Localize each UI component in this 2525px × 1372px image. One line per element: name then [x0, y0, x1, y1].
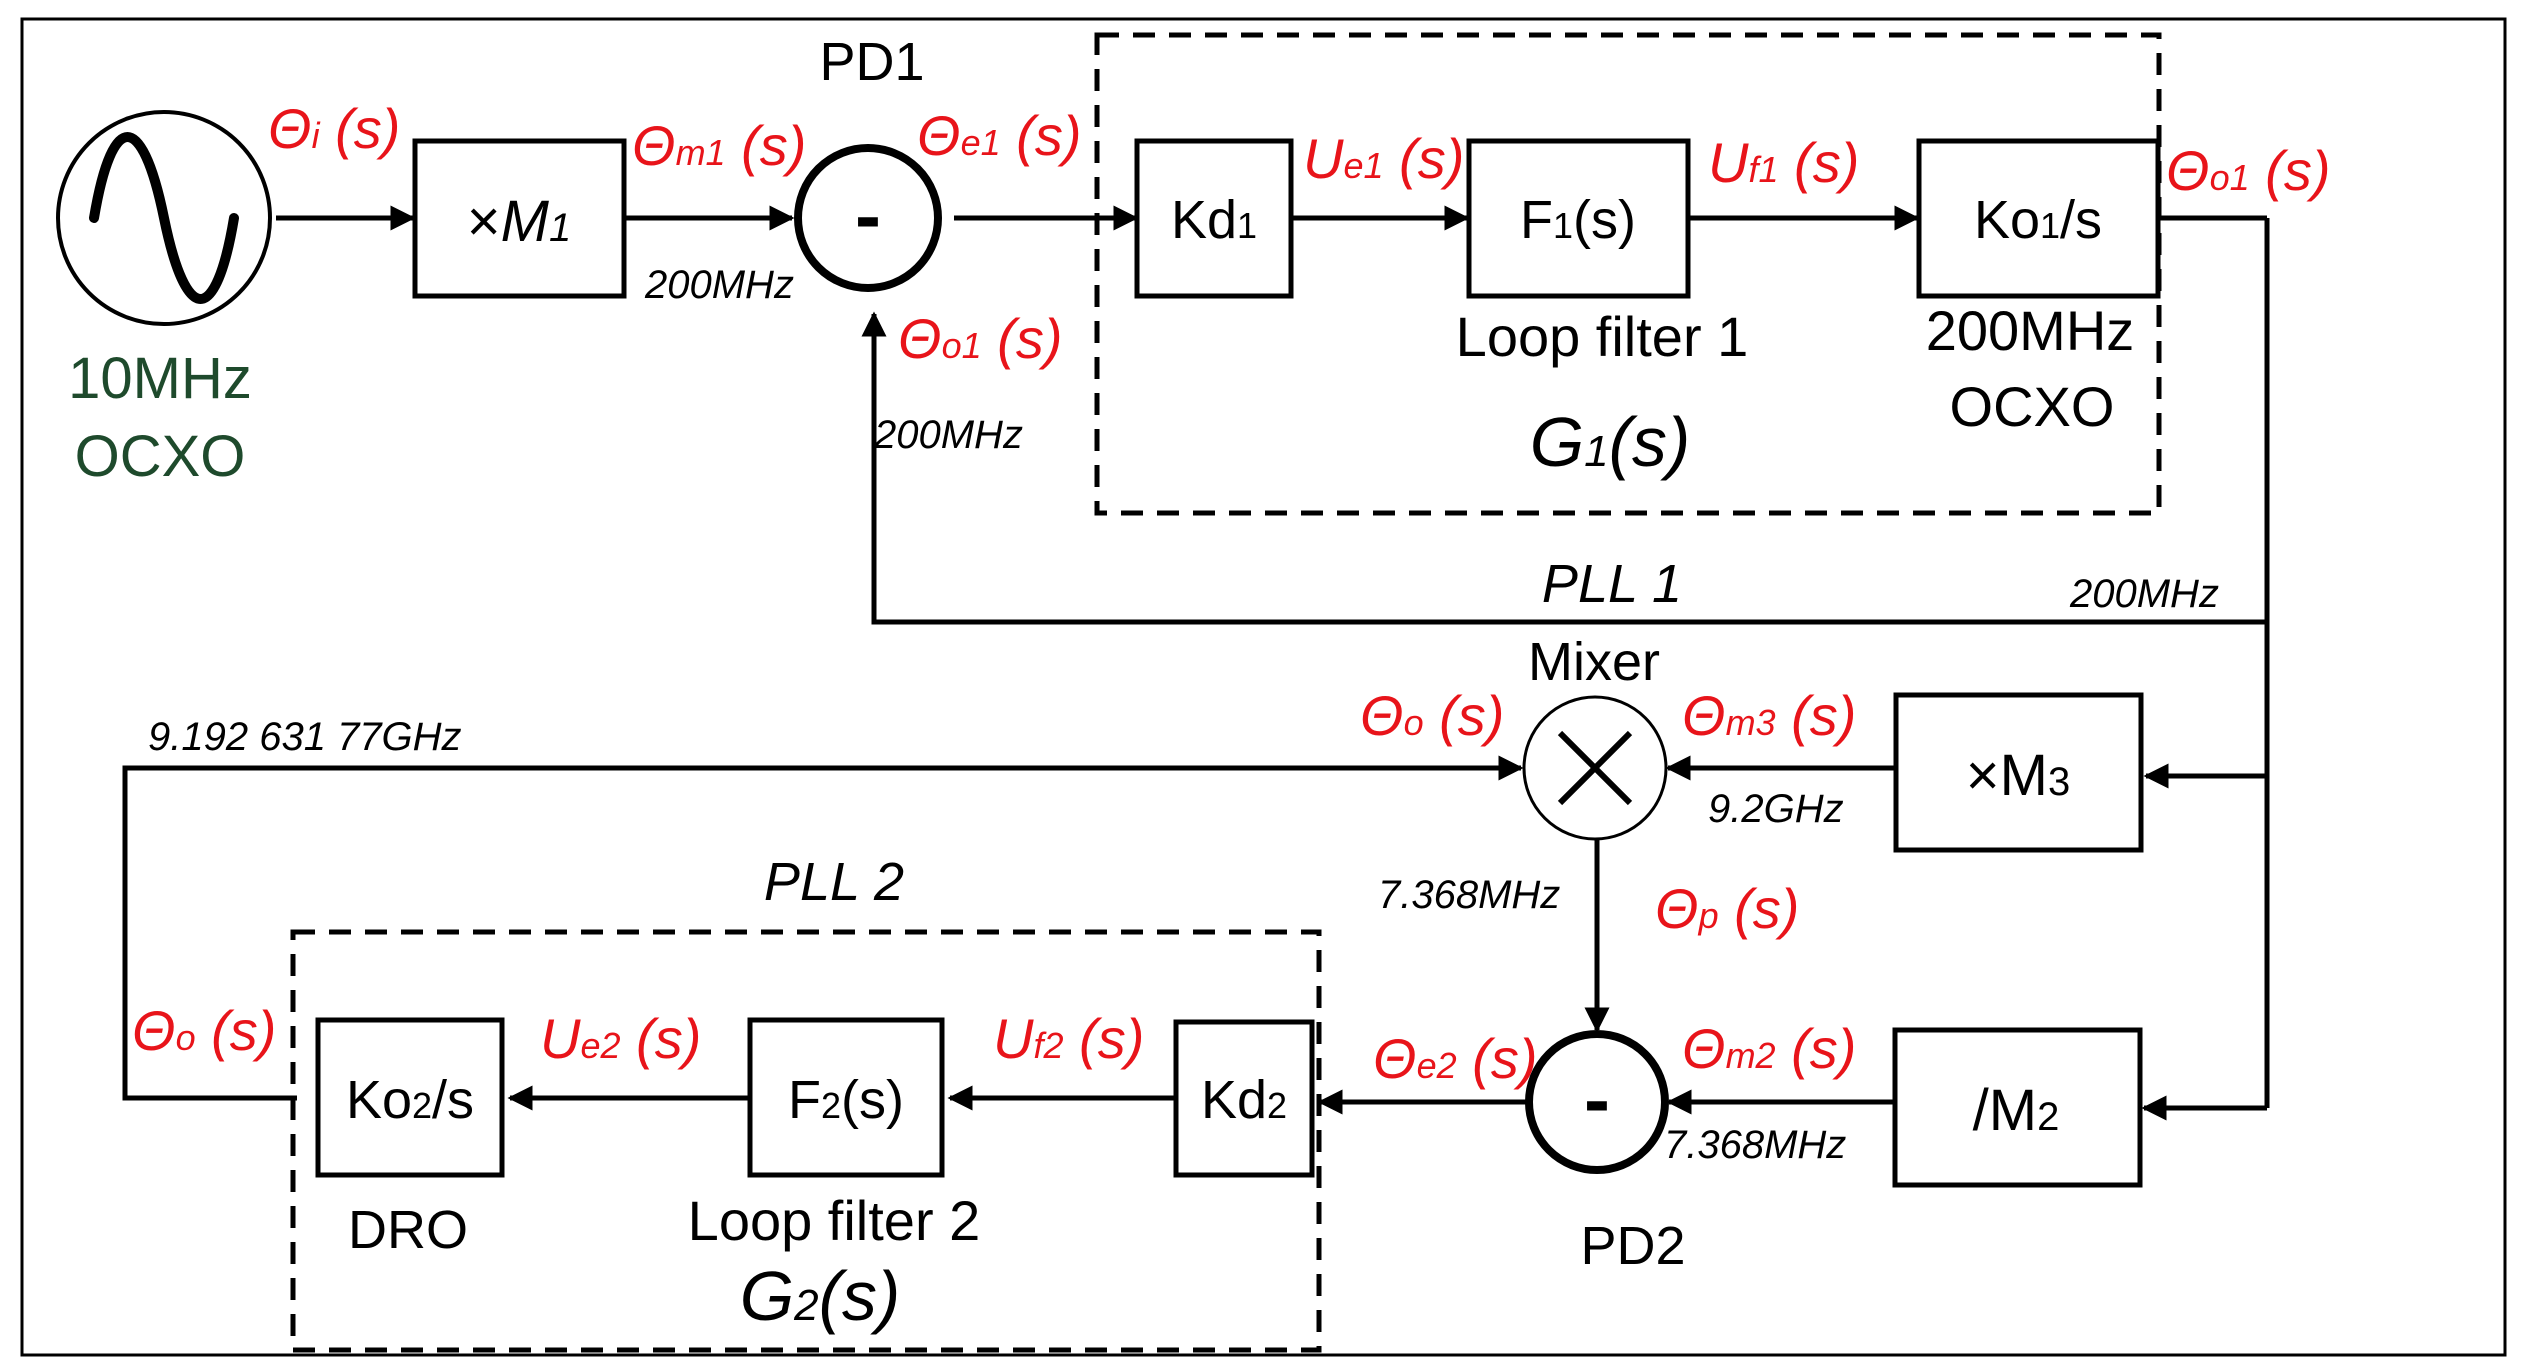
- freq-7368-mixer: 7.368MHz: [1378, 873, 1560, 917]
- pd1-label: PD1: [819, 32, 924, 92]
- signal-theta-m2: Θm2 (s): [1682, 1017, 1856, 1080]
- dro-caption: DRO: [348, 1200, 468, 1260]
- ocxo-10mhz-source: 10MHz OCXO: [56, 110, 272, 489]
- pll1-wires: [276, 205, 2270, 1121]
- pd2-label: PD2: [1580, 1216, 1685, 1276]
- freq-9192-ghz: 9.192 631 77GHz: [148, 715, 462, 759]
- signal-u-e2: Ue2 (s): [540, 1007, 701, 1070]
- pll2-wires: [122, 755, 1894, 1115]
- kd2-label: Kd2: [1201, 1070, 1287, 1130]
- signal-theta-p: Θp (s): [1655, 877, 1799, 940]
- signal-theta-o1-out: Θo1 (s): [2166, 139, 2330, 202]
- mixer-cross-icon-stroke: [1557, 730, 1633, 806]
- freq-200mhz-m1: 200MHz: [644, 263, 794, 307]
- freq-200mhz-right: 200MHz: [2069, 572, 2219, 616]
- pll1-label: PLL 1: [1542, 554, 1682, 614]
- signal-theta-e2: Θe2 (s): [1373, 1027, 1537, 1090]
- pll2-label: PLL 2: [764, 852, 904, 912]
- mixer-label: Mixer: [1528, 632, 1660, 692]
- g2-transfer-label: G2(s): [740, 1257, 901, 1335]
- signal-theta-m3: Θm3 (s): [1682, 684, 1856, 747]
- kd2-block: Kd2: [1173, 1019, 1315, 1178]
- freq-200mhz-feedback: 200MHz: [873, 413, 1023, 457]
- ocxo-200mhz-caption-2: OCXO: [1950, 375, 2115, 438]
- m3-label: ×M3: [1966, 743, 2070, 808]
- source-type-label: OCXO: [75, 424, 246, 489]
- freq-9-2ghz: 9.2GHz: [1708, 787, 1844, 831]
- signal-theta-e1: Θe1 (s): [917, 104, 1081, 167]
- outer-frame: [20, 17, 2507, 1357]
- freq-7368-m2: 7.368MHz: [1664, 1123, 1846, 1167]
- kd1-block: Kd1: [1134, 138, 1294, 299]
- m1-multiplier-block: ×M1: [412, 138, 627, 299]
- source-freq-label: 10MHz: [68, 346, 252, 411]
- f2-label: F2(s): [788, 1070, 904, 1130]
- signal-theta-o-left: Θo (s): [132, 999, 276, 1062]
- signal-theta-m1: Θm1 (s): [632, 114, 806, 177]
- signal-theta-i: Θi (s): [268, 97, 400, 160]
- signal-u-f2: Uf2 (s): [993, 1007, 1144, 1070]
- m1-label: ×M1: [467, 189, 571, 254]
- f2-loop-filter-block: F2(s): [747, 1017, 945, 1178]
- ko2-vco-block: Ko2/s: [315, 1017, 505, 1178]
- sine-wave-icon: [89, 132, 239, 304]
- ko1-vco-block: Ko1/s: [1916, 138, 2161, 299]
- signal-theta-o-mixer: Θo (s): [1360, 684, 1504, 747]
- m3-multiplier-block: ×M3: [1893, 692, 2144, 853]
- m2-label: /M2: [1973, 1078, 2060, 1143]
- m2-divider-block: /M2: [1892, 1027, 2143, 1188]
- kd1-label: Kd1: [1171, 190, 1257, 250]
- g2-dashed-region: [290, 929, 1322, 1353]
- f1-loop-filter-block: F1(s): [1466, 138, 1691, 299]
- signal-u-f1: Uf1 (s): [1708, 131, 1859, 194]
- f1-label: F1(s): [1520, 190, 1636, 250]
- g1-transfer-label: G1(s): [1530, 403, 1691, 481]
- pd2-sign: -: [1584, 1055, 1610, 1143]
- signal-theta-o1-feedback: Θo1 (s): [898, 307, 1062, 370]
- pd1-sign: -: [855, 171, 881, 259]
- ocxo-200mhz-caption: 200MHz: [1926, 299, 2135, 362]
- ko2-label: Ko2/s: [346, 1070, 474, 1130]
- pd1-phase-detector: - PD1: [794, 32, 942, 292]
- loop-filter-1-caption: Loop filter 1: [1456, 305, 1749, 368]
- ko1-label: Ko1/s: [1974, 190, 2102, 250]
- signal-u-e1: Ue1 (s): [1303, 127, 1464, 190]
- pd2-phase-detector: - PD2: [1525, 1030, 1686, 1276]
- mixer: Mixer: [1522, 632, 1668, 841]
- loop-filter-2-caption: Loop filter 2: [688, 1189, 981, 1252]
